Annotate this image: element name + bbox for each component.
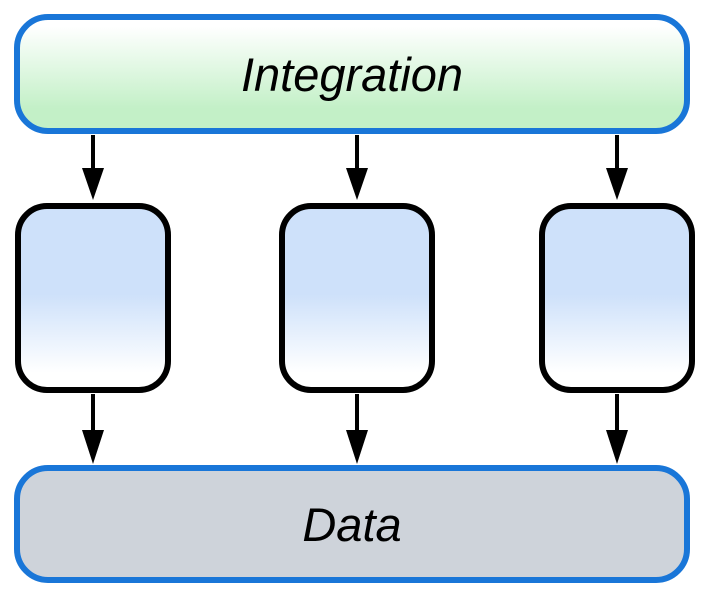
node-middle-1 (15, 203, 171, 393)
node-middle-2 (279, 203, 435, 393)
arrow-integration-to-middle-2 (346, 135, 368, 200)
arrow-middle-2-to-data (346, 394, 368, 464)
node-middle-3 (539, 203, 695, 393)
node-integration-label: Integration (240, 47, 464, 101)
arrow-integration-to-middle-3 (606, 135, 628, 200)
node-data-label: Data (302, 497, 402, 551)
node-integration: Integration (14, 14, 690, 134)
arrow-middle-3-to-data (606, 394, 628, 464)
arrow-integration-to-middle-1 (82, 135, 104, 200)
arrow-middle-1-to-data (82, 394, 104, 464)
node-data: Data (14, 465, 690, 583)
